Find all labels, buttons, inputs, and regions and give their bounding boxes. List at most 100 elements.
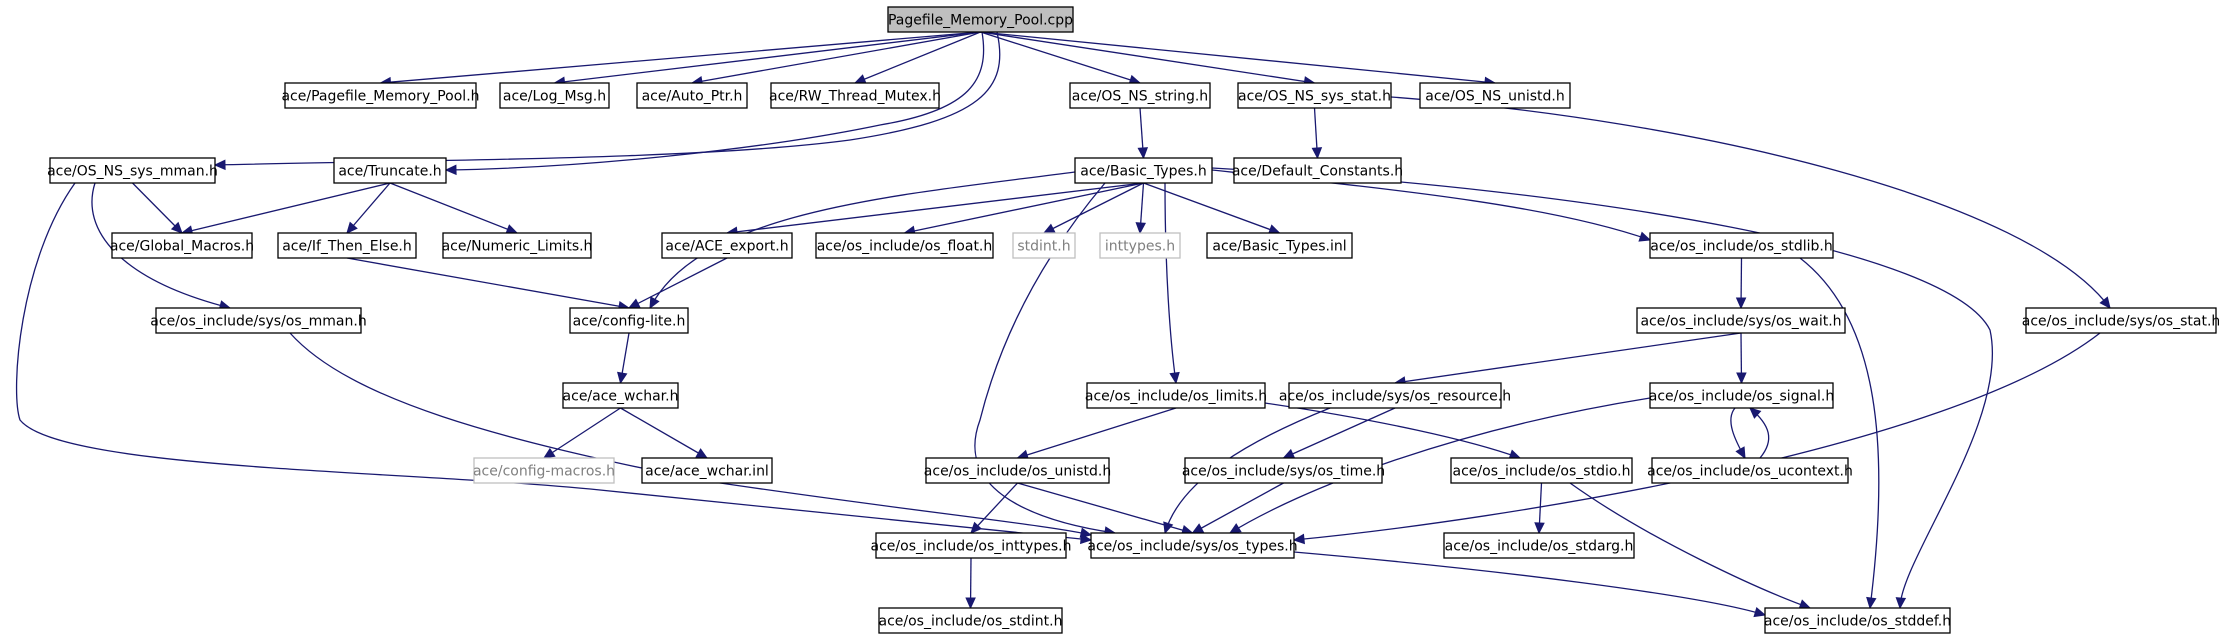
node-label: ace/config-lite.h xyxy=(573,314,686,330)
edge-line xyxy=(380,31,981,84)
edge-osstdio-to-osstdarg xyxy=(1534,482,1545,535)
node-osstdarg[interactable]: ace/os_include/os_stdarg.h xyxy=(1443,532,1635,559)
node-numlimits[interactable]: ace/Numeric_Limits.h xyxy=(442,232,593,259)
node-truncate[interactable]: ace/Truncate.h xyxy=(333,157,447,184)
node-pmp_h[interactable]: ace/Pagefile_Memory_Pool.h xyxy=(281,82,480,109)
edge-line xyxy=(132,182,183,234)
edge-arrowhead xyxy=(213,159,226,171)
node-box xyxy=(1651,457,1849,484)
edge-arrowhead xyxy=(1749,407,1762,419)
node-box xyxy=(1764,607,1951,634)
edge-arrowhead xyxy=(542,447,556,459)
node-osfloat[interactable]: ace/os_include/os_float.h xyxy=(815,232,994,259)
edge-arrowhead xyxy=(346,221,358,234)
node-label: stdint.h xyxy=(1017,239,1070,255)
edge-line xyxy=(691,31,981,84)
edge-line xyxy=(854,31,981,84)
edge-arrowhead xyxy=(627,298,641,309)
node-osinttypes[interactable]: ace/os_include/os_inttypes.h xyxy=(871,532,1072,559)
edge-line xyxy=(1164,182,1177,384)
node-logmsg[interactable]: ace/Log_Msg.h xyxy=(499,82,610,109)
node-ifthenelse[interactable]: ace/If_Then_Else.h xyxy=(277,232,417,259)
node-root[interactable]: Pagefile_Memory_Pool.cpp xyxy=(887,6,1074,33)
node-configlite[interactable]: ace/config-lite.h xyxy=(569,307,689,334)
node-box xyxy=(499,82,610,109)
node-nsstring[interactable]: ace/OS_NS_string.h xyxy=(1069,82,1211,109)
edge-arrowhead xyxy=(970,521,983,534)
node-aceexport[interactable]: ace/ACE_export.h xyxy=(661,232,793,259)
edge-arrowhead xyxy=(170,221,183,234)
node-sysmman[interactable]: ace/os_include/sys/os_mman.h xyxy=(150,307,367,334)
node-autoptr[interactable]: ace/Auto_Ptr.h xyxy=(636,82,748,109)
edge-basictypes-to-configlite xyxy=(649,171,1076,310)
edge-configlite-to-acewchar xyxy=(617,332,630,385)
node-label: ace/os_include/sys/os_time.h xyxy=(1182,464,1385,480)
edge-ossignal-to-systypes xyxy=(1228,397,1651,534)
node-inttypes: inttypes.h xyxy=(1099,232,1181,259)
node-rwmutex[interactable]: ace/RW_Thread_Mutex.h xyxy=(769,82,941,109)
node-label: ace/os_include/os_ucontext.h xyxy=(1647,464,1853,480)
node-box xyxy=(473,457,615,484)
node-label: ace/Default_Constants.h xyxy=(1232,164,1403,180)
node-systypes[interactable]: ace/os_include/sys/os_types.h xyxy=(1087,532,1298,559)
node-osstdio[interactable]: ace/os_include/os_stdio.h xyxy=(1450,457,1633,484)
edge-arrowhead xyxy=(1282,448,1296,459)
edge-aceexport-to-configlite xyxy=(627,257,728,309)
node-label: ace/Numeric_Limits.h xyxy=(442,239,593,255)
edge-arrowhead xyxy=(1292,533,1305,545)
edge-root-to-truncate xyxy=(444,31,985,176)
node-label: ace/os_include/sys/os_resource.h xyxy=(1279,389,1511,405)
edge-arrowhead xyxy=(649,296,660,310)
edge-systime-to-systypes xyxy=(1191,482,1284,534)
edge-syswait-to-ossignal xyxy=(1736,332,1747,385)
node-box xyxy=(1649,382,1834,409)
node-box xyxy=(155,307,362,334)
node-sysstat[interactable]: ace/os_include/sys/os_stat.h xyxy=(2022,307,2219,334)
node-box xyxy=(770,82,940,109)
edge-arrowhead xyxy=(1753,607,1767,618)
node-wcharinl[interactable]: ace/ace_wchar.inl xyxy=(641,457,773,484)
node-osstdlib[interactable]: ace/os_include/os_stdlib.h xyxy=(1649,232,1834,259)
edge-arrowhead xyxy=(505,224,519,235)
node-osstdint[interactable]: ace/os_include/os_stdint.h xyxy=(878,607,1063,634)
node-label: ace/os_include/os_stdio.h xyxy=(1453,464,1631,480)
node-osunistd[interactable]: ace/os_include/os_unistd.h xyxy=(924,457,1111,484)
node-systime[interactable]: ace/os_include/sys/os_time.h xyxy=(1182,457,1385,484)
edge-basictypes-to-stdint xyxy=(1042,182,1144,234)
node-box xyxy=(1419,82,1571,109)
node-nsmman[interactable]: ace/OS_NS_sys_mman.h xyxy=(47,157,218,184)
node-layer: Pagefile_Memory_Pool.cpp ace/Pagefile_Mem… xyxy=(47,6,2219,634)
node-configmacros: ace/config-macros.h xyxy=(473,457,615,484)
edge-ossignal-to-osucontext xyxy=(1730,407,1746,460)
node-globalmacros[interactable]: ace/Global_Macros.h xyxy=(110,232,254,259)
node-label: ace/os_include/sys/os_stat.h xyxy=(2022,314,2219,330)
node-defconst[interactable]: ace/Default_Constants.h xyxy=(1232,157,1403,184)
node-oslimits[interactable]: ace/os_include/os_limits.h xyxy=(1085,382,1267,409)
node-acewchar[interactable]: ace/ace_wchar.h xyxy=(562,382,679,409)
edge-arrowhead xyxy=(1079,527,1093,538)
node-syswait[interactable]: ace/os_include/sys/os_wait.h xyxy=(1636,307,1846,334)
node-box xyxy=(1099,232,1181,259)
node-label: ace/OS_NS_sys_stat.h xyxy=(1238,89,1391,105)
node-box xyxy=(641,457,773,484)
node-nssysstat[interactable]: ace/OS_NS_sys_stat.h xyxy=(1237,82,1392,109)
edge-root-to-pmp_h xyxy=(379,31,981,88)
edge-nsmman-to-globalmacros xyxy=(132,182,183,234)
node-box xyxy=(1184,457,1383,484)
node-osucontext[interactable]: ace/os_include/os_ucontext.h xyxy=(1647,457,1853,484)
node-sysresource[interactable]: ace/os_include/sys/os_resource.h xyxy=(1279,382,1511,409)
edge-line xyxy=(543,407,621,459)
edge-basictypes-to-osstddef xyxy=(1211,167,1993,610)
edge-line xyxy=(1017,482,1193,534)
edge-basictypes-to-oslimits xyxy=(1164,182,1180,385)
node-label: ace/Truncate.h xyxy=(338,164,441,180)
node-label: ace/os_include/sys/os_types.h xyxy=(1087,539,1297,555)
node-stdint: stdint.h xyxy=(1012,232,1076,259)
node-ossignal[interactable]: ace/os_include/os_signal.h xyxy=(1649,382,1835,409)
node-osstddef[interactable]: ace/os_include/os_stddef.h xyxy=(1764,607,1951,634)
node-basicinl[interactable]: ace/Basic_Types.inl xyxy=(1206,232,1353,259)
node-nsunistd[interactable]: ace/OS_NS_unistd.h xyxy=(1419,82,1571,109)
node-label: ace/os_include/os_unistd.h xyxy=(924,464,1111,480)
node-label: ace/OS_NS_unistd.h xyxy=(1425,89,1565,105)
node-basictypes[interactable]: ace/Basic_Types.h xyxy=(1074,157,1213,184)
